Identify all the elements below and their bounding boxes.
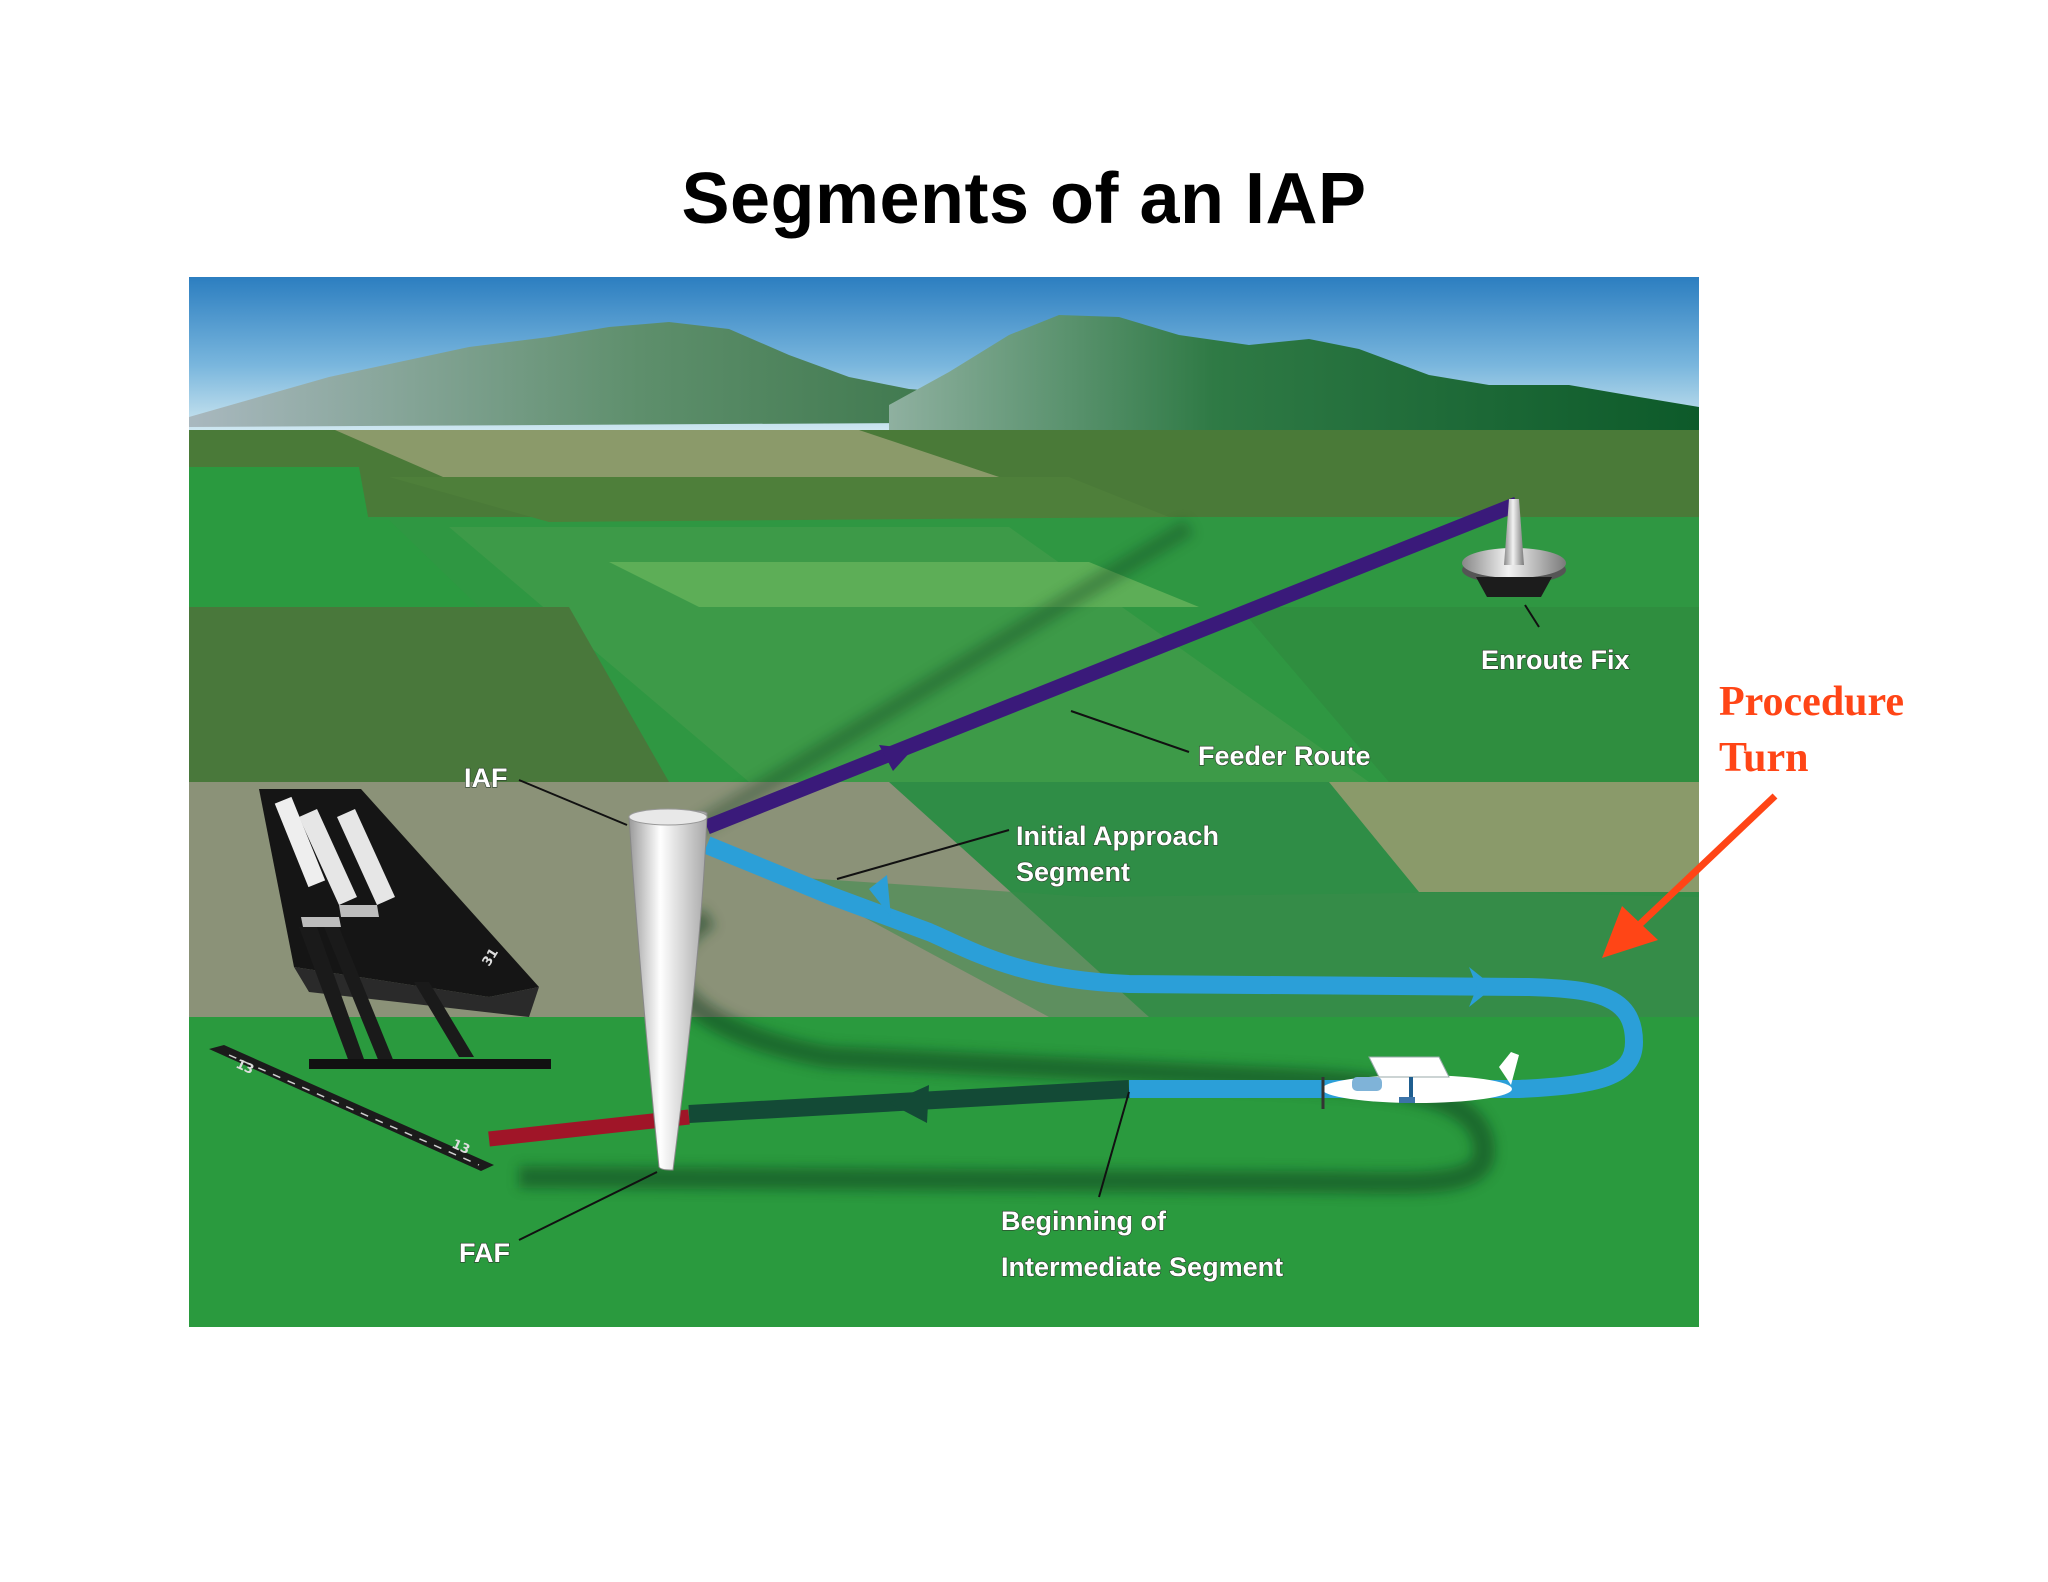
- intermediate-label-line1: Beginning of: [1001, 1206, 1167, 1236]
- runway-number-left: 13: [233, 1057, 256, 1078]
- intermediate-label-line2: Intermediate Segment: [1001, 1252, 1283, 1282]
- airport: 31 13 13: [209, 789, 551, 1171]
- callout-arrow-icon: [1602, 793, 1778, 958]
- airplane-icon: [1321, 1052, 1519, 1109]
- initial-approach-label-line1: Initial Approach: [1016, 821, 1219, 851]
- diagram-canvas: 31 13 13: [189, 277, 1699, 1327]
- enroute-fix-icon: [1462, 499, 1566, 597]
- iaf-label: IAF: [464, 763, 508, 793]
- page-title: Segments of an IAP: [681, 159, 1367, 239]
- procedure-turn-callout: Procedure Turn: [1719, 674, 1904, 786]
- feeder-route-label: Feeder Route: [1198, 741, 1371, 771]
- initial-approach-label-line2: Segment: [1016, 857, 1130, 887]
- initial-arrow-2: [1469, 967, 1494, 1007]
- iap-diagram: 31 13 13: [189, 277, 1699, 1327]
- intermediate-arrow: [889, 1085, 929, 1123]
- feeder-arrow: [879, 745, 913, 771]
- faf-label: FAF: [459, 1238, 510, 1268]
- approach-fix-cone-icon: [628, 808, 708, 1171]
- initial-arrow-1: [869, 875, 891, 917]
- callout-line1: Procedure: [1719, 679, 1905, 725]
- runway-number-right: 13: [449, 1137, 472, 1158]
- enroute-fix-label: Enroute Fix: [1481, 645, 1630, 675]
- callout-line2: Turn: [1719, 735, 1809, 781]
- mountain-left: [189, 322, 1089, 427]
- mountain-right: [889, 315, 1699, 437]
- feeder-route-line: [704, 497, 1520, 834]
- initial-approach-segment: [703, 836, 1643, 1098]
